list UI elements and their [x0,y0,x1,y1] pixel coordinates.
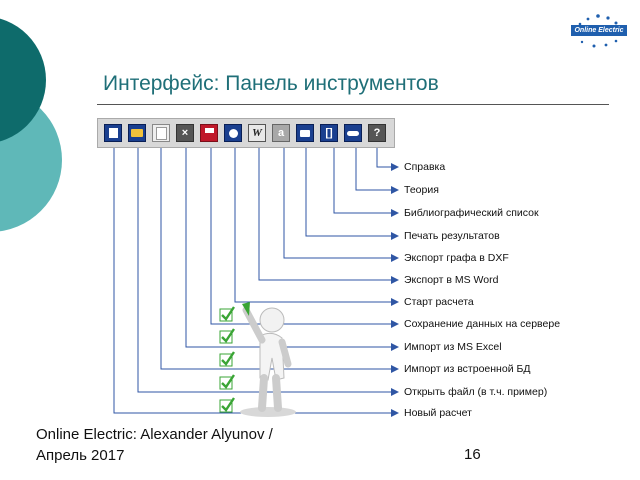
connector-excel [185,148,399,351]
save-server-icon[interactable] [200,124,218,142]
connector-word [258,148,399,284]
callout-label: Библиографический список [404,207,539,219]
presenter-figure [240,302,296,417]
checkmark-icon [219,374,235,390]
connector-bibliography [333,148,399,217]
logo-dots-icon [578,14,618,48]
callout-label: Старт расчета [404,296,474,308]
import-excel-icon[interactable]: × [176,124,194,142]
bibliography-icon[interactable]: [] [320,124,338,142]
logo-text: Online Electric [571,25,627,36]
connector-theory [355,148,399,194]
start-bulb-icon[interactable] [224,124,242,142]
dark-teal-circle [0,18,46,142]
import-db-icon[interactable] [152,124,170,142]
callout-label: Экспорт графа в DXF [404,252,509,264]
callout-label: Новый расчет [404,407,472,419]
callout-label: Импорт из MS Excel [404,341,502,353]
checkmark-icon [219,328,235,344]
checkmark-icon [219,351,235,367]
slide-title: Интерфейс: Панель инструментов [103,72,439,95]
connector-dxf [283,148,399,262]
callout-label: Справка [404,161,446,173]
connector-open [137,148,399,396]
checkmark-icon [219,397,235,413]
connector-start [234,148,399,306]
title-divider [97,104,609,105]
connector-new [113,148,399,417]
callout-label: Сохранение данных на сервере [404,318,561,330]
footer-line-1: Online Electric: Alexander Alyunov / [36,426,273,443]
decorative-circles [0,18,62,232]
callout-label: Теория [404,184,439,196]
callout-label: Экспорт в MS Word [404,274,499,286]
toolbar: × W a [] ? [97,118,395,148]
connector-save [210,148,399,328]
word-export-icon[interactable]: W [248,124,266,142]
footer-line-2: Апрель 2017 [36,447,125,464]
help-icon[interactable]: ? [368,124,386,142]
open-folder-icon[interactable] [128,124,146,142]
page-number: 16 [464,446,481,463]
callout-label: Открыть файл (в т.ч. пример) [404,386,548,398]
new-icon[interactable] [104,124,122,142]
callout-label: Печать результатов [404,230,500,242]
checkmark-icon [219,306,235,322]
print-icon[interactable] [296,124,314,142]
connector-db [160,148,399,373]
connector-print [305,148,399,240]
connector-help [376,148,399,171]
callout-label: Импорт из встроенной БД [404,363,531,375]
footer-author: Online Electric: Alexander Alyunov / Апр… [36,424,273,466]
theory-icon[interactable] [344,124,362,142]
dxf-export-icon[interactable]: a [272,124,290,142]
